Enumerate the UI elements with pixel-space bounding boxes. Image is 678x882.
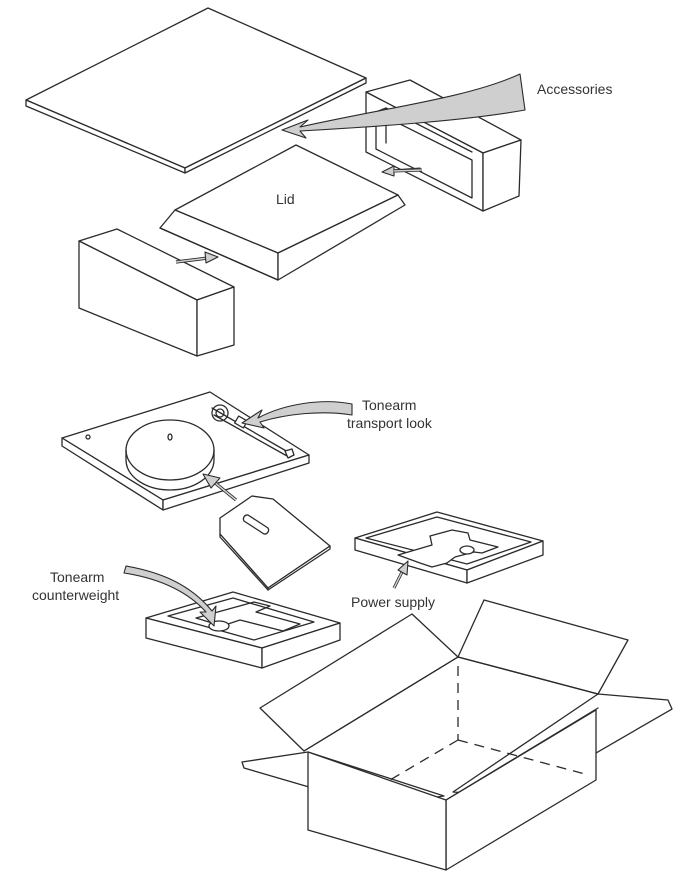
platter-cover-arrow	[202, 473, 238, 502]
tonearm-transport-lock-arrow	[241, 401, 353, 429]
accessories-label: Accessories	[537, 81, 612, 97]
left-block-arrow	[175, 251, 219, 264]
protective-sheet	[25, 7, 367, 174]
counterweight-tray	[145, 591, 341, 669]
power-supply-arrow	[392, 560, 409, 589]
turntable	[61, 391, 310, 511]
accessories-arrow	[281, 73, 526, 139]
tonearm-counterweight-label-line1: Tonearm	[50, 569, 104, 585]
power-supply-label: Power supply	[351, 594, 435, 610]
lid-label: Lid	[276, 191, 295, 207]
power-supply-tray	[354, 511, 544, 584]
tonearm-counterweight-arrow	[123, 565, 217, 627]
cardboard-box	[241, 599, 673, 871]
tonearm-counterweight-label-line2: counterweight	[32, 587, 119, 603]
lid-box	[159, 144, 406, 281]
left-foam-block	[78, 228, 235, 357]
tonearm-transport-lock-label-line1: Tonearm	[362, 397, 416, 413]
platter-cover-sheet	[219, 495, 331, 591]
accessories-insert-arrow	[381, 165, 423, 177]
tonearm-transport-lock-label-line2: transport look	[347, 415, 433, 431]
